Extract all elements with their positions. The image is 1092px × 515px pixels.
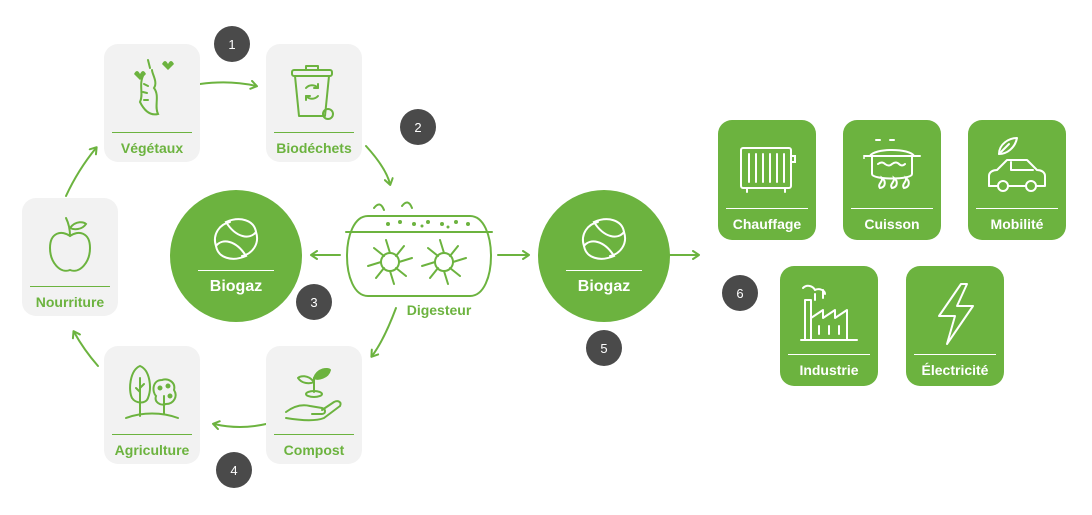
cooking-pot-icon [862,139,922,190]
hand-sprout-icon [285,368,342,422]
factory-icon [800,284,858,341]
digester-icon [345,201,493,297]
node-agriculture: Agriculture [104,346,200,464]
node-biogaz-right: Biogaz [538,190,670,322]
trees-icon [125,364,179,419]
recycling-bin-icon [291,65,334,120]
node-biodechets: Biodéchets [266,44,362,162]
use-label: Mobilité [990,216,1044,232]
arrow-biodechets-to-digester [365,145,394,186]
node-vegetaux: Végétaux [104,44,200,162]
use-mobilite: Mobilité [968,120,1066,240]
step-badge-6: 6 [722,275,758,311]
step-badge-5: 5 [586,330,622,366]
node-label: Biogaz [577,278,631,295]
eaten-apple-icon [134,59,174,116]
use-industrie: Industrie [780,266,878,386]
step-badge-3: 3 [296,284,332,320]
apple-icon [48,217,92,272]
leaves-cycle-icon [582,218,626,260]
arrow-compost-to-agriculture [212,420,267,431]
use-electricite: Électricité [906,266,1004,386]
use-label: Industrie [799,362,859,378]
arrow-vegetaux-to-biodechets [199,79,258,90]
arrow-nourriture-to-vegetaux [65,146,98,197]
node-label: Biogaz [209,278,263,295]
use-label: Électricité [921,362,989,378]
node-biogaz-left: Biogaz [170,190,302,322]
node-label: Biodéchets [276,140,352,156]
arrow-agriculture-to-nourriture [71,330,99,367]
step-badge-2: 2 [400,109,436,145]
radiator-icon [740,147,796,193]
node-label: Nourriture [35,294,105,310]
node-label: Compost [283,442,345,458]
leaves-cycle-icon [214,218,258,260]
lightning-icon [938,283,974,345]
node-compost: Compost [266,346,362,464]
digester-label: Digesteur [406,302,472,318]
node-label: Agriculture [114,442,190,458]
node-label: Végétaux [120,140,184,156]
step-badge-4: 4 [216,452,252,488]
arrow-digester-to-compost [370,307,397,358]
use-cuisson: Cuisson [843,120,941,240]
node-nourriture: Nourriture [22,198,118,316]
eco-car-icon [988,137,1046,192]
use-label: Chauffage [732,216,802,232]
use-label: Cuisson [864,216,920,232]
step-badge-1: 1 [214,26,250,62]
use-chauffage: Chauffage [718,120,816,240]
